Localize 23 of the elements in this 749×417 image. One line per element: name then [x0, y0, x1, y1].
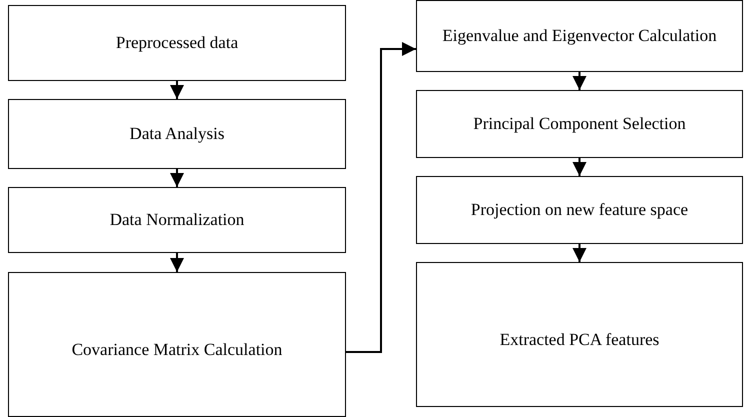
box-label: Data Analysis: [128, 123, 226, 145]
process-box: [416, 262, 743, 407]
process-box: [416, 90, 743, 158]
arrow: [170, 169, 184, 187]
arrow: [572, 244, 586, 262]
process-box: [8, 187, 346, 253]
box-label: Eigenvalue and Eigenvector Calculation: [441, 25, 718, 47]
process-box: [8, 5, 346, 81]
process-box: [8, 272, 346, 417]
box-label: Preprocessed data: [114, 32, 240, 54]
arrow: [346, 42, 416, 353]
process-box: [416, 0, 743, 72]
box-label: Projection on new feature space: [470, 199, 690, 221]
process-box: [416, 176, 743, 244]
box-label: Principal Component Selection: [472, 113, 687, 135]
box-label: Covariance Matrix Calculation: [70, 339, 284, 360]
arrow: [170, 253, 184, 272]
process-box: [8, 99, 346, 169]
box-label: Data Normalization: [108, 209, 246, 231]
arrow: [572, 72, 586, 90]
arrow: [572, 158, 586, 176]
arrow: [170, 81, 184, 99]
box-label: Extracted PCA features: [498, 329, 660, 350]
